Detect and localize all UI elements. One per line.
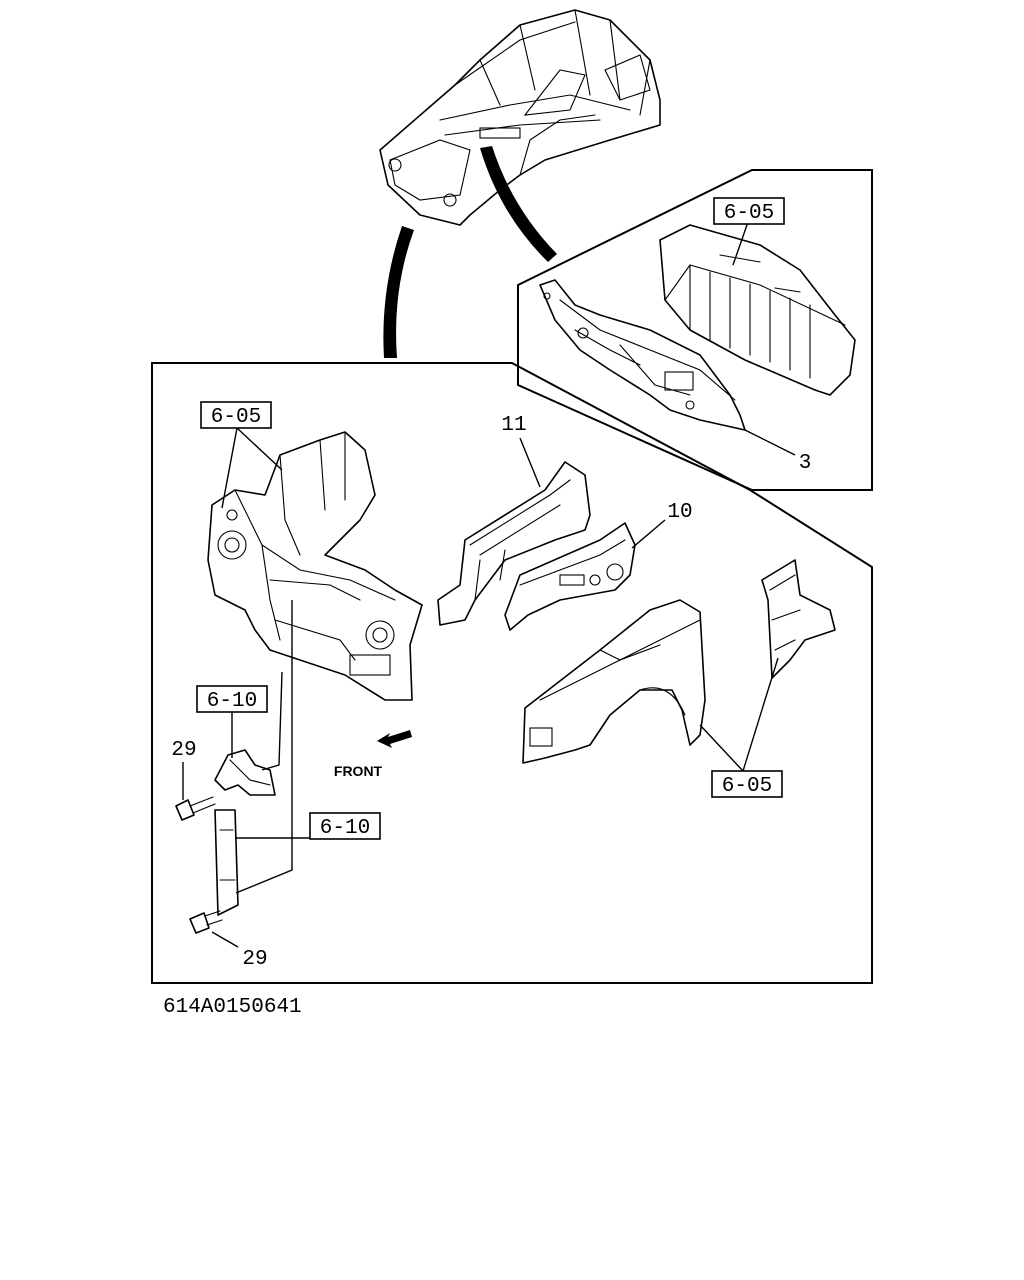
front-label: FRONT xyxy=(334,763,383,779)
dash-panel-part xyxy=(539,279,746,431)
ref-label-upper-left: 6-05 xyxy=(211,406,261,429)
leader-front-end-a xyxy=(221,427,238,509)
part-number-29-upper: 29 xyxy=(171,739,196,762)
vehicle-body-overview xyxy=(379,9,661,226)
part-number-3: 3 xyxy=(799,452,812,475)
apron-reinforcement-part-11 xyxy=(437,461,591,626)
bolt-29-upper xyxy=(175,796,216,821)
cross-member-part xyxy=(659,224,856,396)
front-pillar-inner-part xyxy=(761,559,836,679)
dash-panel-inset: 6-05 3 xyxy=(517,169,873,491)
pointer-arrow-left xyxy=(383,226,414,358)
ref-label-lower-right: 6-05 xyxy=(722,775,772,798)
front-arrow-icon xyxy=(377,730,412,748)
ref-box-upper-right xyxy=(713,197,785,225)
leader-fender xyxy=(699,724,744,772)
front-structure-section: FRONT 6-05 6-05 6-10 6-10 11 10 29 29 xyxy=(151,362,873,984)
leader-stay-frame xyxy=(235,600,293,894)
part-number-11: 11 xyxy=(501,414,526,437)
ref-box-bracket-upper xyxy=(196,685,268,713)
leader-front-end-b xyxy=(236,427,283,471)
radiator-bracket-part xyxy=(214,749,276,916)
figure-code: 614A0150641 xyxy=(163,996,302,1019)
lower-apron-part-10 xyxy=(504,522,636,631)
leader-part-10 xyxy=(631,519,666,549)
pointer-arrow-right xyxy=(480,146,557,262)
front-structure-frame xyxy=(151,362,873,984)
ref-box-lower-right xyxy=(711,770,783,798)
front-direction-indicator: FRONT xyxy=(334,730,412,779)
part-number-10: 10 xyxy=(667,501,692,524)
leader-bracket-stay xyxy=(261,671,283,771)
front-fender-part xyxy=(522,599,706,764)
bolt-29-lower xyxy=(189,910,223,934)
ref-box-bracket-lower xyxy=(309,812,381,840)
front-end-panel-part xyxy=(207,431,423,701)
ref-label-upper-right: 6-05 xyxy=(724,202,774,225)
ref-label-bracket-upper: 6-10 xyxy=(207,690,257,713)
dash-panel-inset-frame xyxy=(517,169,873,491)
ref-label-bracket-lower: 6-10 xyxy=(320,817,370,840)
leader-part-3 xyxy=(744,429,796,456)
part-number-29-lower: 29 xyxy=(242,948,267,971)
leader-part-11 xyxy=(519,437,541,488)
leader-cross-member xyxy=(732,221,749,266)
ref-box-upper-left xyxy=(200,401,272,429)
leader-pillar xyxy=(742,657,779,772)
leader-bolt-lower xyxy=(211,931,239,948)
